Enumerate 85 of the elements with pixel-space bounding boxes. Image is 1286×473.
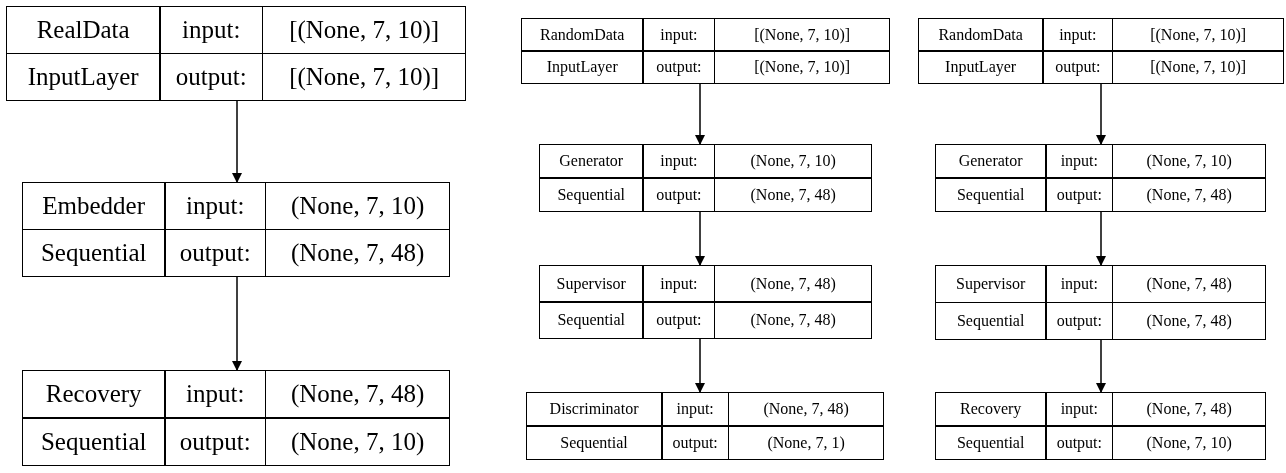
layer-name: RandomData <box>539 25 625 44</box>
arrow <box>1096 83 1106 145</box>
shape-value: [(None, 7, 10)] <box>289 15 440 44</box>
shape-value: (None, 7, 48) <box>1146 185 1232 204</box>
port-label: input: <box>676 400 714 419</box>
shape-value: [(None, 7, 10)] <box>754 25 851 44</box>
shape-value: (None, 7, 48) <box>1146 274 1232 293</box>
arrow <box>695 83 705 145</box>
port-label: input: <box>660 25 698 44</box>
arrow <box>695 338 705 393</box>
layer-table <box>539 265 872 339</box>
port-label: output: <box>1056 312 1102 331</box>
shape-value: (None, 7, 48) <box>750 185 836 204</box>
layer-table <box>935 392 1266 460</box>
layer-type: InputLayer <box>27 63 139 92</box>
arrow <box>1096 339 1106 393</box>
layer-type: InputLayer <box>945 58 1017 77</box>
shape-value: (None, 7, 48) <box>750 274 836 293</box>
shape-value: (None, 7, 48) <box>1146 400 1232 419</box>
layer-table <box>22 370 450 466</box>
layer-type: Sequential <box>956 433 1025 452</box>
layer-table <box>521 18 890 84</box>
port-label: input: <box>1060 152 1098 171</box>
arrow <box>232 276 242 371</box>
layer-name: Discriminator <box>549 400 639 419</box>
layer-name: Supervisor <box>956 274 1026 293</box>
arrow <box>1096 211 1106 266</box>
layer-name: Recovery <box>45 380 142 409</box>
port-label: output: <box>656 185 702 204</box>
port-label: output: <box>179 239 251 268</box>
port-label: output: <box>656 311 702 330</box>
shape-value: [(None, 7, 10)] <box>1150 58 1247 77</box>
shape-value: (None, 7, 1) <box>767 433 845 452</box>
port-label: output: <box>1056 185 1102 204</box>
layer-type: Sequential <box>560 433 628 452</box>
layer-table <box>22 182 450 277</box>
port-label: input: <box>660 274 698 293</box>
port-label: output: <box>672 433 718 452</box>
layer-name: Generator <box>958 152 1023 171</box>
layer-table <box>935 144 1266 212</box>
port-label: output: <box>656 58 702 77</box>
port-label: input: <box>182 15 241 44</box>
layer-name: Recovery <box>960 400 1022 419</box>
layer-type: Sequential <box>956 312 1025 331</box>
shape-value: (None, 7, 48) <box>1146 312 1232 331</box>
layer-type: Sequential <box>40 427 147 456</box>
port-label: input: <box>1060 400 1098 419</box>
port-label: output: <box>1055 58 1101 77</box>
layer-name: RandomData <box>938 25 1023 44</box>
port-label: input: <box>1060 274 1098 293</box>
layer-name: Supervisor <box>556 274 626 293</box>
shape-value: (None, 7, 48) <box>290 380 425 409</box>
shape-value: (None, 7, 10) <box>290 191 425 220</box>
layer-table <box>526 392 884 460</box>
shape-value: (None, 7, 10) <box>1146 433 1232 452</box>
shape-value: (None, 7, 48) <box>763 400 849 419</box>
layer-table <box>6 6 466 101</box>
arrow <box>232 100 242 183</box>
port-label: output: <box>179 427 251 456</box>
shape-value: [(None, 7, 10)] <box>754 58 851 77</box>
shape-value: (None, 7, 48) <box>750 311 836 330</box>
port-label: output: <box>175 63 247 92</box>
layer-name: Generator <box>559 152 624 171</box>
arrow <box>695 211 705 266</box>
layer-type: Sequential <box>40 239 147 268</box>
port-label: output: <box>1056 433 1102 452</box>
layer-type: Sequential <box>557 185 625 204</box>
port-label: input: <box>1059 25 1097 44</box>
layer-table <box>918 18 1284 84</box>
layer-type: InputLayer <box>546 58 618 77</box>
layer-name: RealData <box>36 15 130 44</box>
port-label: input: <box>660 152 698 171</box>
layer-name: Embedder <box>42 191 146 220</box>
shape-value: (None, 7, 48) <box>290 239 425 268</box>
shape-value: [(None, 7, 10)] <box>289 63 440 92</box>
layer-table <box>935 265 1266 340</box>
layer-table <box>539 144 872 212</box>
shape-value: [(None, 7, 10)] <box>1150 25 1247 44</box>
shape-value: (None, 7, 10) <box>750 152 836 171</box>
layer-type: Sequential <box>956 185 1025 204</box>
shape-value: (None, 7, 10) <box>290 427 425 456</box>
layer-type: Sequential <box>557 311 625 330</box>
port-label: input: <box>186 191 245 220</box>
shape-value: (None, 7, 10) <box>1146 152 1232 171</box>
port-label: input: <box>186 380 245 409</box>
